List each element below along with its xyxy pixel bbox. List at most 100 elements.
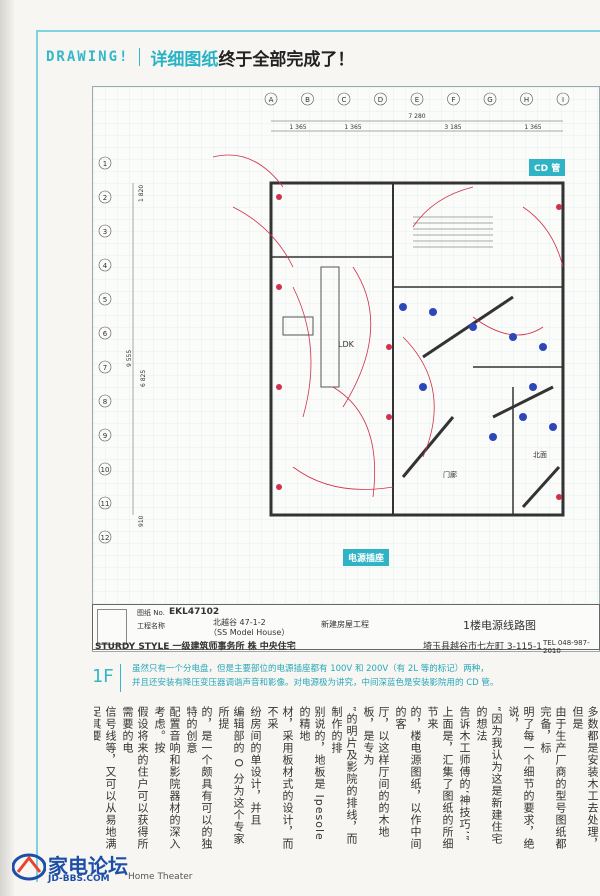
grid-row-label: 6 xyxy=(103,330,108,338)
floor-separator xyxy=(120,664,121,692)
watermark: 家电论坛 JD-BBS.COM xyxy=(8,846,128,892)
outer-wall xyxy=(269,181,565,517)
article-column: “因为我认为这是新建住宅的想法 xyxy=(475,706,503,845)
stairs xyxy=(413,216,493,248)
grid-col-circle xyxy=(483,92,497,106)
header-title-highlight: 详细图纸 xyxy=(150,49,219,70)
article-column: 信号线等，又可以从易地满足其要 xyxy=(94,706,117,850)
caption-line-2: 并且还安装有降压变压器调谐声音和影像。对电源极为讲究，中间深蓝色是安装影院用的 … xyxy=(132,678,499,688)
article-column: 的，是一个颇具有可以的独特的创意 xyxy=(185,706,213,850)
grid-background xyxy=(93,87,599,607)
grid-col-circle xyxy=(556,92,570,106)
drawing-no-label: 图纸 No. xyxy=(137,609,165,617)
company-phone: TEL 048-987-2010 xyxy=(543,639,590,655)
sheet-title: 1楼电源线路图 xyxy=(463,619,536,632)
drawing-no: EKL47102 xyxy=(169,607,220,617)
grid-row-circle xyxy=(98,224,112,238)
caption-text: 虽然只有一个分电盘，但是主要部位的电源插座都有 100V 和 200V（有 2L… xyxy=(132,662,600,690)
page-edge-shadow xyxy=(0,0,14,896)
article-column: 的，楼电源图纸，以作中间的客 xyxy=(394,706,422,850)
grid-col-label: H xyxy=(524,96,529,104)
power-wiring xyxy=(212,154,564,498)
room-entry-label: 门廊 xyxy=(443,470,457,479)
grid-col-circle xyxy=(301,92,314,106)
article-column: 别说的，地板是 Ipesole 的精地 xyxy=(298,706,326,841)
article-body: 多数都是安装木工去处理，但是由于生产厂商的型号图纸都完备，标明了每一个细节的要求… xyxy=(94,706,600,856)
red-outlets xyxy=(276,194,562,500)
grid-col-label: C xyxy=(342,96,347,104)
grid-row-circle xyxy=(98,326,112,340)
caption-line-1: 虽然只有一个分电盘，但是主要部位的电源插座都有 100V 和 200V（有 2L… xyxy=(132,664,489,674)
article-column: ”的明片及影院的排线，而制作的排 xyxy=(330,706,358,845)
grid-row-label: 4 xyxy=(103,262,108,270)
grid-row-circle xyxy=(98,530,112,544)
watermark-logo-icon xyxy=(12,853,46,881)
article-column: 假设将来的住户可以获得所需要的电 xyxy=(121,706,149,850)
grid-col-label: E xyxy=(415,96,419,104)
grid-row-label: 5 xyxy=(103,296,107,304)
power-outlet-callout: 电源插座 xyxy=(343,549,390,566)
article-column: 多数都是安装木工去处理，但是 xyxy=(571,706,599,850)
dim-total-label: 7 280 xyxy=(408,113,425,120)
header-title: 详细图纸终于全部完成了！ xyxy=(150,45,354,70)
dim-top-part-label: 1 365 xyxy=(524,124,541,131)
grid-row-label: 7 xyxy=(103,364,107,372)
dim-left-part-label: 910 xyxy=(138,515,145,527)
grid-col-circle xyxy=(447,92,460,106)
grid-row-circle xyxy=(98,496,112,510)
power-outlets xyxy=(399,303,557,441)
grid-col-label: D xyxy=(378,96,383,104)
grid-row-circle xyxy=(98,258,112,272)
grid-row-label: 1 xyxy=(103,160,107,168)
room-ldk-label: LDK xyxy=(338,340,355,349)
grid-row-circle xyxy=(98,292,112,306)
article-column: 编辑部的 O 分为这个专家所提 xyxy=(217,706,245,845)
grid-row-circle xyxy=(98,428,112,442)
dim-left-part-label: 1 820 xyxy=(138,185,145,202)
title-block: 图纸 No. EKL47102 工程名称 北越谷 47-1-2 （SS Mode… xyxy=(92,604,600,655)
header-logo: DRAWING! xyxy=(46,49,130,65)
grid-row-label: 11 xyxy=(101,500,110,508)
article-column: 由于生产厂商的型号图纸都完备，标 xyxy=(539,706,567,850)
title-block-logo xyxy=(97,609,127,645)
header: DRAWING! 详细图纸终于全部完成了！ xyxy=(46,42,354,72)
article-column: 材，采用板材式的设计，而不采 xyxy=(266,706,294,850)
grid-col-circle xyxy=(410,92,424,106)
dim-top-part-label: 1 365 xyxy=(289,124,306,131)
room-north-label: 北面 xyxy=(533,451,547,459)
article-column: 明了每一个细节的要求，绝说， xyxy=(507,706,535,850)
article-column: 上面是，汇集了图纸的所细节来 xyxy=(426,706,454,850)
grid-col-circle xyxy=(337,92,351,106)
footer-section-name: Home Theater xyxy=(128,872,193,882)
grid-row-label: 10 xyxy=(101,466,110,474)
grid-col-label: B xyxy=(305,96,310,104)
article-column: 告诉木工师傅的‘神技巧’” xyxy=(458,706,471,842)
grid-row-circle xyxy=(98,190,112,204)
header-separator xyxy=(139,48,141,66)
company-address: 埼玉县越谷市七左町 3-115-1 xyxy=(423,642,542,652)
project-model: （SS Model House） xyxy=(209,628,290,637)
project-name: 新建房屋工程 xyxy=(321,620,369,629)
grid-row-label: 8 xyxy=(103,398,107,406)
grid-col-label: F xyxy=(451,96,455,104)
grid-row-label: 9 xyxy=(103,432,107,440)
grid-col-label: G xyxy=(487,96,492,104)
article-column: 纷房间的单设计，并且 xyxy=(249,706,262,826)
grid-col-circle xyxy=(374,92,387,106)
page-frame xyxy=(36,30,600,882)
dim-left-part-label: 6 825 xyxy=(140,370,147,387)
grid-col-label: I xyxy=(562,96,564,104)
grid-row-label: 2 xyxy=(103,194,107,202)
cd-pipe-callout: CD 管 xyxy=(529,159,566,176)
grid-col-circle xyxy=(264,92,278,106)
watermark-name: 家电论坛 xyxy=(48,854,128,878)
kitchen-counter xyxy=(320,266,340,388)
grid-row-circle xyxy=(98,360,112,374)
project-label: 工程名称 xyxy=(137,622,165,630)
diagonal-marks xyxy=(401,295,561,509)
